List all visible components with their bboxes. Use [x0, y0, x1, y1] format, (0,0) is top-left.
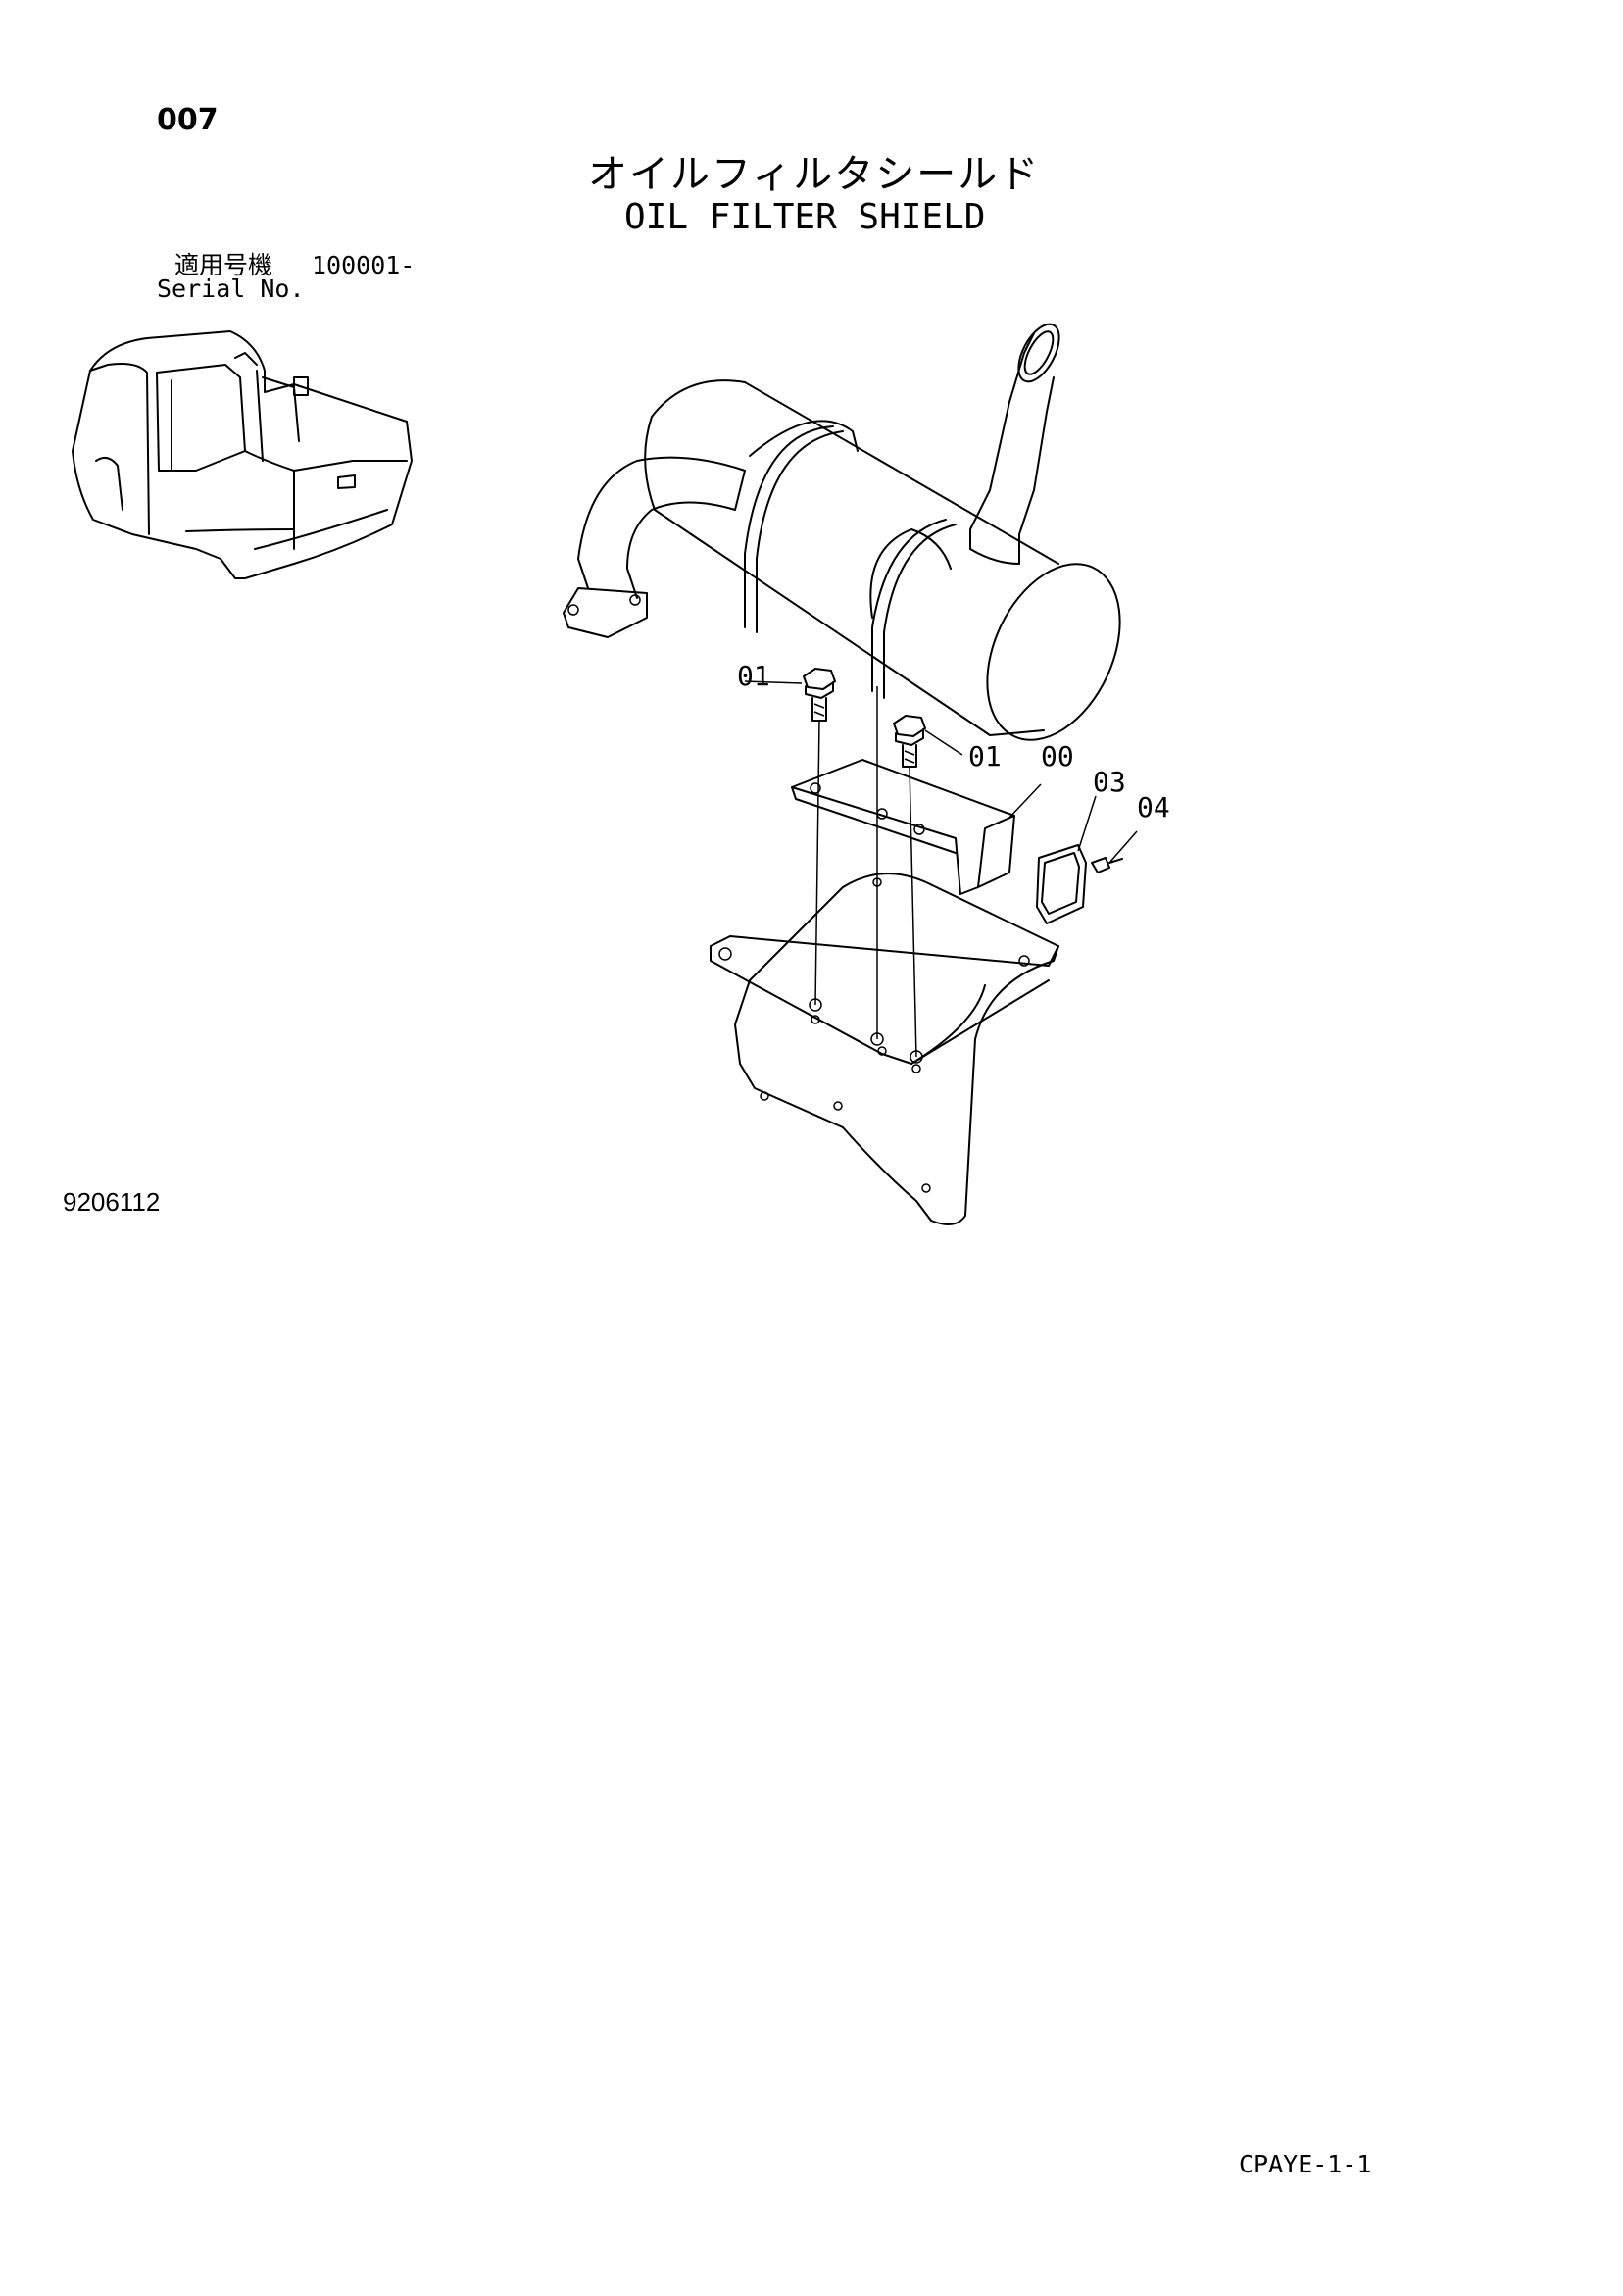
- screw: [1091, 857, 1123, 873]
- page-number: 007: [157, 103, 219, 137]
- gasket: [1036, 844, 1087, 924]
- shield-bracket: [791, 759, 1015, 895]
- mounting-bracket: [710, 873, 1059, 1225]
- page-code: CPAYE-1-1: [1239, 2150, 1372, 2178]
- serial-label-english: Serial No.: [157, 275, 305, 303]
- bolt-left: [803, 668, 836, 722]
- serial-label-japanese: 適用号機: [174, 251, 273, 279]
- title-japanese: オイルフィルタシールド: [588, 152, 1041, 197]
- bolt-right: [893, 715, 926, 768]
- callout-bolt-left: 01: [737, 660, 770, 692]
- muffler: [563, 323, 1121, 741]
- alignment-lines: [744, 680, 1138, 1058]
- callout-screw: 04: [1137, 791, 1170, 824]
- excavator-icon: [72, 330, 413, 579]
- serial-range: 100001-: [312, 251, 416, 279]
- drawing-number: 9206112: [63, 1187, 161, 1217]
- title-english: OIL FILTER SHIELD: [624, 197, 986, 237]
- callout-shield: 00: [1041, 740, 1074, 773]
- callout-gasket: 03: [1093, 766, 1126, 798]
- callout-bolt-right: 01: [968, 740, 1002, 773]
